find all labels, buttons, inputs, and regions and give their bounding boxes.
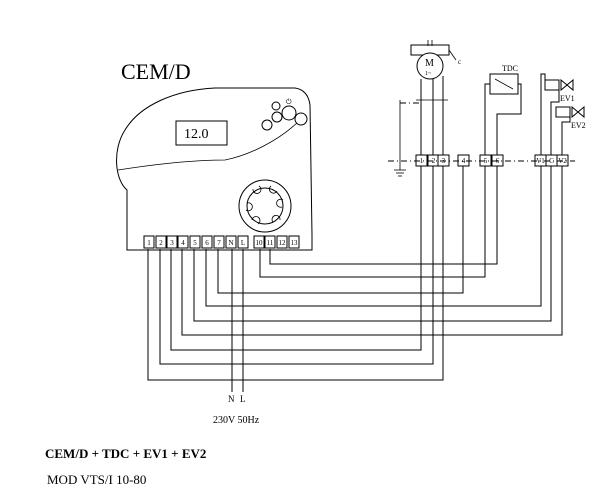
supply-l-label: L [240, 394, 246, 404]
svg-text:4: 4 [462, 157, 466, 165]
power-icon: ⏻ [286, 98, 292, 106]
earth-icon [394, 169, 406, 177]
controller-terminal-n: N [225, 235, 237, 249]
svg-text:7: 7 [217, 239, 221, 247]
caption-main: CEM/D + TDC + EV1 + EV2 [45, 446, 206, 461]
controller-terminal-5: 5 [189, 235, 201, 249]
controller-display [175, 120, 228, 146]
knob-grip [245, 185, 284, 225]
svg-text:12: 12 [279, 239, 287, 247]
motor-label: M [425, 58, 434, 69]
svg-text:3: 3 [170, 239, 174, 247]
svg-text:5: 5 [193, 239, 197, 247]
wiring-lines [147, 166, 563, 392]
ev2-label: EV2 [571, 121, 586, 130]
controller-terminal-2: 2 [155, 235, 167, 249]
controller-terminal-10: 10 [253, 235, 265, 249]
svg-text:6: 6 [205, 239, 209, 247]
ev-valves: EV1 EV2 [540, 73, 586, 155]
svg-text:4: 4 [181, 239, 185, 247]
controller-terminal-7: 7 [213, 235, 225, 249]
svg-text:N: N [228, 239, 233, 247]
control-knob-inner [246, 187, 284, 225]
caption-model: MOD VTS/I 10-80 [47, 472, 146, 487]
svg-text:2: 2 [159, 239, 163, 247]
button-5[interactable] [294, 112, 308, 126]
motor-tag: c [458, 58, 461, 66]
controller-terminal-l: L [237, 235, 249, 249]
svg-text:1: 1 [147, 239, 151, 247]
svg-text:C: C [549, 157, 554, 165]
button-4[interactable] [281, 105, 297, 121]
controller-body [116, 87, 313, 251]
motor-phase: 1~ [425, 71, 432, 77]
button-3[interactable] [271, 101, 281, 111]
svg-text:L: L [241, 239, 245, 247]
controller-terminal-3: 3 [166, 235, 178, 249]
tdc-device: TDC [484, 64, 522, 155]
supply-voltage: 230V 50Hz [213, 415, 260, 426]
svg-text:13: 13 [291, 239, 299, 247]
controller-terminal-12: 12 [276, 235, 288, 249]
controller-terminal-4: 4 [177, 235, 189, 249]
svg-text:10: 10 [256, 239, 264, 247]
controller-terminal-13: 13 [288, 235, 300, 249]
svg-text:5: 5 [484, 157, 488, 165]
controller-front-panel [117, 119, 301, 171]
supply-n-label: N [228, 394, 235, 404]
motor-symbol: M 1~ c [410, 40, 461, 155]
ev1-label: EV1 [560, 94, 575, 103]
svg-text:2: 2 [432, 157, 436, 165]
button-2[interactable] [271, 111, 283, 123]
svg-text:11: 11 [267, 239, 274, 247]
controller-terminal-11: 11 [264, 235, 276, 249]
controller-terminal-6: 6 [201, 235, 213, 249]
svg-text:1: 1 [420, 157, 424, 165]
button-1[interactable] [261, 119, 273, 131]
diagram-title: CEM/D [121, 59, 191, 84]
tdc-label: TDC [502, 64, 518, 73]
display-value: 12.0 [184, 127, 209, 142]
controller-terminal-1: 1 [143, 235, 155, 249]
